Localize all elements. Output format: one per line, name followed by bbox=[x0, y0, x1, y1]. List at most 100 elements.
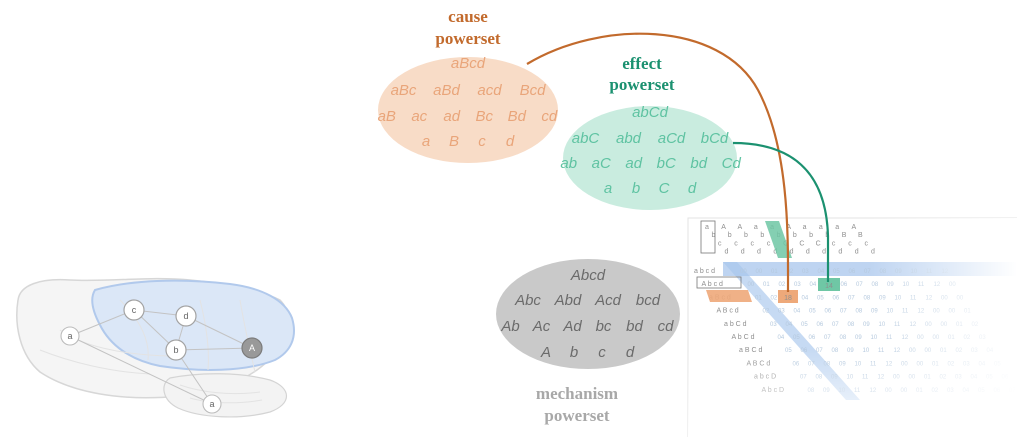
svg-text:d: d bbox=[183, 311, 188, 321]
matrix-cell: 03 bbox=[778, 309, 785, 315]
matrix-cell: 04 bbox=[778, 335, 785, 341]
matrix-cell: 00 bbox=[885, 388, 892, 394]
matrix-cell: 04 bbox=[979, 361, 986, 367]
matrix-cell: 03 bbox=[971, 348, 978, 354]
cause-row-highlight bbox=[706, 290, 752, 302]
matrix-cell: 10 bbox=[863, 348, 870, 354]
matrix-cell: 00 bbox=[941, 295, 948, 301]
effect-term: abC bbox=[572, 130, 600, 147]
effect-ellipse bbox=[563, 106, 737, 210]
matrix-col-header-letter: a bbox=[835, 224, 839, 231]
matrix-col-header-letter: d bbox=[822, 249, 826, 256]
matrix-col-header-letter: d bbox=[838, 249, 842, 256]
matrix-col-header-letter: B bbox=[842, 232, 847, 239]
matrix-cell: 08 bbox=[856, 309, 863, 315]
matrix-cell: 01 bbox=[956, 322, 963, 328]
effect-title-line1: effect bbox=[622, 54, 662, 73]
cause-title-line1: cause bbox=[448, 7, 488, 26]
matrix-row-header: a b c d bbox=[694, 268, 715, 275]
matrix-col-header-letter: d bbox=[871, 249, 875, 256]
matrix-cell: 01 bbox=[948, 335, 955, 341]
matrix-cell: 06 bbox=[1002, 375, 1009, 381]
matrix-cell: 00 bbox=[740, 269, 747, 275]
matrix-cell: 07 bbox=[808, 361, 815, 367]
network-node-A: A bbox=[241, 337, 263, 359]
matrix-cell: 01 bbox=[940, 348, 947, 354]
matrix-cell: 04 bbox=[794, 309, 801, 315]
network-node-b: b bbox=[165, 339, 187, 361]
cause-term: aB bbox=[378, 108, 396, 125]
matrix-col-header-letter: A bbox=[851, 224, 856, 231]
matrix-cell: 05 bbox=[994, 361, 1001, 367]
matrix-row-header: a b C d bbox=[724, 321, 747, 328]
matrix-cell: 01 bbox=[916, 388, 923, 394]
matrix-cell: 02 bbox=[948, 361, 955, 367]
matrix-cell: 09 bbox=[831, 375, 838, 381]
mechanism-term: d bbox=[626, 344, 635, 361]
matrix-cell: 07 bbox=[864, 269, 871, 275]
matrix-col-header-letter: d bbox=[725, 249, 729, 256]
matrix-col-header-letter: A bbox=[738, 224, 743, 231]
matrix-cell: 12 bbox=[886, 361, 893, 367]
svg-text:b: b bbox=[173, 345, 178, 355]
cause-term: c bbox=[478, 133, 486, 150]
cause-term: a bbox=[422, 133, 430, 150]
matrix-col-header-letter: c bbox=[864, 240, 868, 247]
matrix-cell: 07 bbox=[1009, 388, 1016, 394]
matrix-col-header-letter: A bbox=[721, 224, 726, 231]
matrix-cell: 08 bbox=[832, 348, 839, 354]
matrix-cell: 00 bbox=[941, 322, 948, 328]
matrix-cell: 00 bbox=[901, 361, 908, 367]
matrix-cell: 11 bbox=[926, 269, 933, 275]
effect-title-line2: powerset bbox=[609, 75, 674, 94]
matrix-cell: 12 bbox=[870, 388, 877, 394]
cause-term: Bcd bbox=[520, 82, 547, 99]
mechanism-term: Acd bbox=[594, 292, 622, 309]
matrix-col-header-letter: d bbox=[741, 249, 745, 256]
matrix-cell: 10 bbox=[911, 269, 918, 275]
matrix-cell: 08 bbox=[848, 322, 855, 328]
matrix-cell: 04 bbox=[963, 388, 970, 394]
matrix-row-header: A B C d bbox=[747, 360, 771, 367]
mechanism-term: Ac bbox=[532, 318, 551, 335]
mechanism-term: Ab bbox=[500, 318, 519, 335]
matrix-cell: 12 bbox=[934, 282, 941, 288]
matrix-col-header-letter: d bbox=[757, 249, 761, 256]
matrix-cell: 09 bbox=[879, 295, 886, 301]
matrix-cell: 12 bbox=[918, 309, 925, 315]
matrix-row-header: A B c d bbox=[717, 308, 739, 315]
matrix-cell: 03 bbox=[963, 361, 970, 367]
svg-text:a: a bbox=[209, 399, 214, 409]
matrix-cell: 01 bbox=[755, 295, 762, 301]
matrix-cell: 12 bbox=[894, 348, 901, 354]
matrix-cell: 06 bbox=[849, 269, 856, 275]
matrix-cell: 01 bbox=[964, 309, 971, 315]
matrix-row-header: A b C d bbox=[732, 334, 755, 341]
matrix-cell: 03 bbox=[955, 375, 962, 381]
matrix-col-header-letter: C bbox=[799, 240, 804, 247]
matrix-cell: 12 bbox=[902, 335, 909, 341]
matrix-col-header-letter: a bbox=[803, 224, 807, 231]
matrix-cell: 08 bbox=[864, 295, 871, 301]
effect-term: bC bbox=[657, 155, 676, 172]
matrix-cell: 02 bbox=[964, 335, 971, 341]
matrix-cell: 09 bbox=[887, 282, 894, 288]
matrix-cell: 11 bbox=[854, 388, 861, 394]
effect-term: aC bbox=[592, 155, 611, 172]
matrix-row-header: A b c d bbox=[702, 281, 724, 288]
cause-target-cell-value: 18 bbox=[784, 295, 792, 302]
matrix-cell: 04 bbox=[786, 322, 793, 328]
mechanism-ellipse bbox=[496, 259, 680, 369]
matrix-cell: 12 bbox=[910, 322, 917, 328]
matrix-cell: 08 bbox=[872, 282, 879, 288]
matrix-cell: 07 bbox=[800, 375, 807, 381]
matrix-cell: 11 bbox=[870, 361, 877, 367]
matrix-cell: 02 bbox=[779, 282, 786, 288]
matrix-cell: 00 bbox=[957, 295, 964, 301]
matrix-cell: 10 bbox=[887, 309, 894, 315]
matrix-cell: 09 bbox=[871, 309, 878, 315]
mechanism-term: A bbox=[540, 344, 551, 361]
